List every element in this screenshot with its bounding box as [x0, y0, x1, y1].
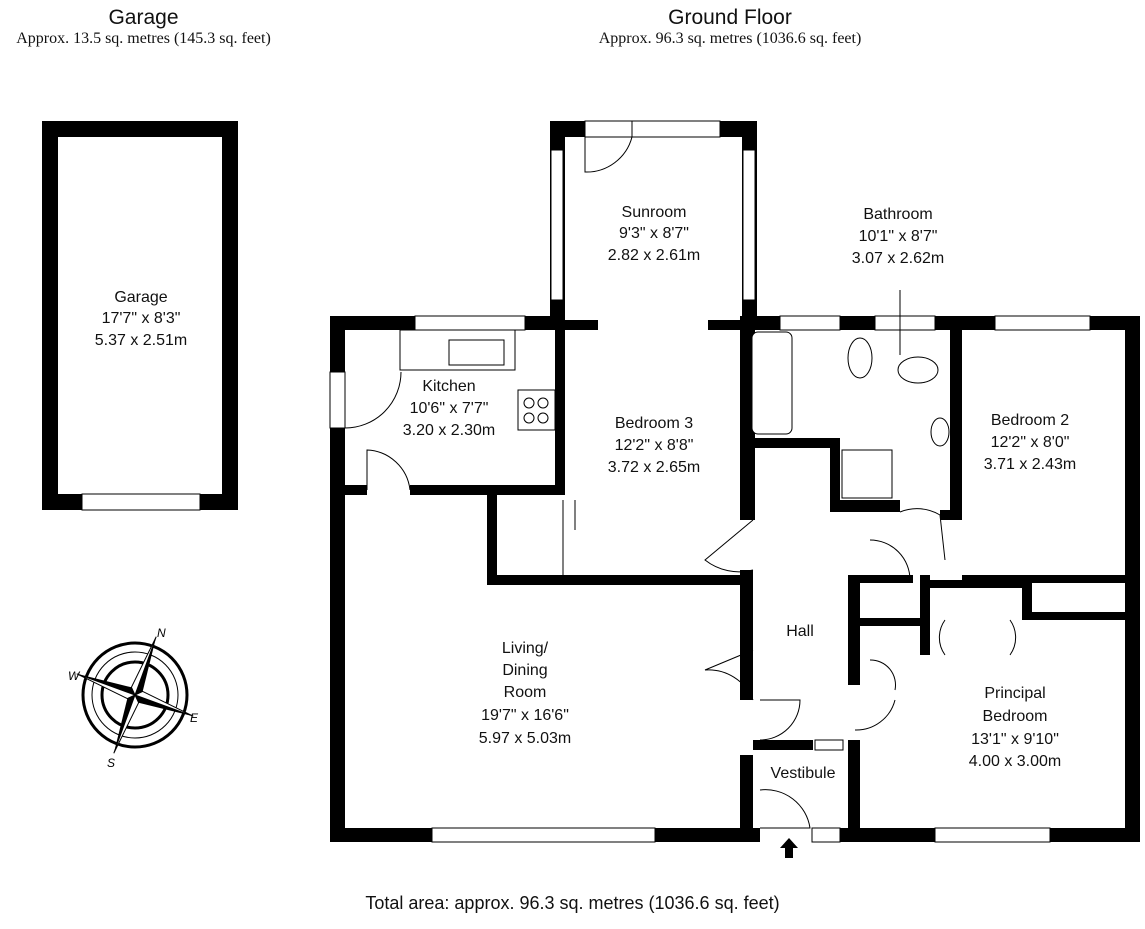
svg-text:5.37 x 2.51m: 5.37 x 2.51m [95, 332, 188, 349]
svg-text:Vestibule: Vestibule [771, 765, 836, 782]
room-vestibule: Vestibule [771, 765, 836, 782]
svg-text:3.07 x 2.62m: 3.07 x 2.62m [852, 250, 945, 267]
svg-text:2.82 x 2.61m: 2.82 x 2.61m [608, 247, 701, 264]
hob-icon [517, 389, 556, 431]
room-sunroom: Sunroom 9'3" x 8'7" 2.82 x 2.61m [608, 204, 701, 264]
svg-text:Bedroom 2: Bedroom 2 [991, 412, 1069, 429]
svg-text:12'2" x 8'0": 12'2" x 8'0" [991, 434, 1070, 451]
svg-text:Bedroom 3: Bedroom 3 [615, 415, 693, 432]
compass-w: W [68, 669, 81, 683]
svg-text:Hall: Hall [786, 623, 814, 640]
room-bedroom-3: Bedroom 3 12'2" x 8'8" 3.72 x 2.65m [608, 415, 701, 476]
svg-text:Garage: Garage [114, 289, 167, 306]
garage-title: Garage [108, 6, 179, 29]
garage-door [81, 493, 201, 511]
svg-text:12'2" x 8'8": 12'2" x 8'8" [615, 437, 694, 454]
basin-icon [930, 417, 950, 447]
compass-n: N [157, 626, 166, 640]
svg-text:19'7" x 16'6": 19'7" x 16'6" [481, 707, 569, 724]
svg-text:4.00 x 3.00m: 4.00 x 3.00m [969, 753, 1062, 770]
svg-text:9'3" x 8'7": 9'3" x 8'7" [619, 225, 689, 242]
toilet-icon [847, 337, 873, 379]
svg-text:10'1" x 8'7": 10'1" x 8'7" [859, 228, 938, 245]
compass-e: E [190, 711, 199, 725]
svg-text:Room: Room [504, 684, 547, 701]
svg-text:Sunroom: Sunroom [622, 204, 687, 221]
room-bathroom: Bathroom 10'1" x 8'7" 3.07 x 2.62m [852, 206, 945, 267]
svg-text:17'7" x 8'3": 17'7" x 8'3" [102, 310, 181, 327]
shower-icon [841, 449, 893, 499]
svg-text:3.72 x 2.65m: 3.72 x 2.65m [608, 459, 701, 476]
room-labels: Garage 17'7" x 8'3" 5.37 x 2.51m Sunroom 9'… [95, 204, 1077, 782]
ground-floor-walls [329, 120, 1140, 843]
svg-text:Principal: Principal [984, 685, 1045, 702]
room-kitchen: Kitchen 10'6" x 7'7" 3.20 x 2.30m [403, 378, 496, 439]
garage-header: Garage Approx. 13.5 sq. metres (145.3 sq… [0, 6, 287, 48]
svg-text:Living/: Living/ [502, 640, 549, 657]
svg-text:3.20 x 2.30m: 3.20 x 2.30m [403, 422, 496, 439]
bath-icon [751, 331, 793, 435]
room-garage: Garage 17'7" x 8'3" 5.37 x 2.51m [95, 289, 188, 349]
ground-floor-title: Ground Floor [668, 6, 792, 29]
total-area: Total area: approx. 96.3 sq. metres (103… [365, 893, 780, 913]
compass-s: S [107, 756, 115, 770]
svg-text:Bedroom: Bedroom [983, 708, 1048, 725]
garage-area: Approx. 13.5 sq. metres (145.3 sq. feet) [16, 30, 271, 47]
toilet-icon [897, 356, 939, 384]
fixtures [399, 290, 950, 499]
svg-text:3.71 x 2.43m: 3.71 x 2.43m [984, 456, 1077, 473]
room-hall: Hall [786, 623, 814, 640]
svg-text:10'6" x 7'7": 10'6" x 7'7" [410, 400, 489, 417]
svg-text:Bathroom: Bathroom [863, 206, 932, 223]
doors [344, 136, 1017, 829]
svg-text:Kitchen: Kitchen [422, 378, 475, 395]
compass-icon: N S E W [68, 626, 199, 770]
entrance-arrow-icon [780, 838, 798, 858]
room-bedroom-2: Bedroom 2 12'2" x 8'0" 3.71 x 2.43m [984, 412, 1077, 473]
svg-text:13'1" x 9'10": 13'1" x 9'10" [971, 731, 1059, 748]
ground-floor-area: Approx. 96.3 sq. metres (1036.6 sq. feet… [598, 30, 862, 47]
ground-floor-header: Ground Floor Approx. 96.3 sq. metres (10… [560, 6, 900, 48]
svg-text:Dining: Dining [502, 662, 547, 679]
sink-icon [448, 339, 505, 366]
garage-walls [42, 121, 238, 511]
svg-text:5.97 x 5.03m: 5.97 x 5.03m [479, 730, 572, 747]
